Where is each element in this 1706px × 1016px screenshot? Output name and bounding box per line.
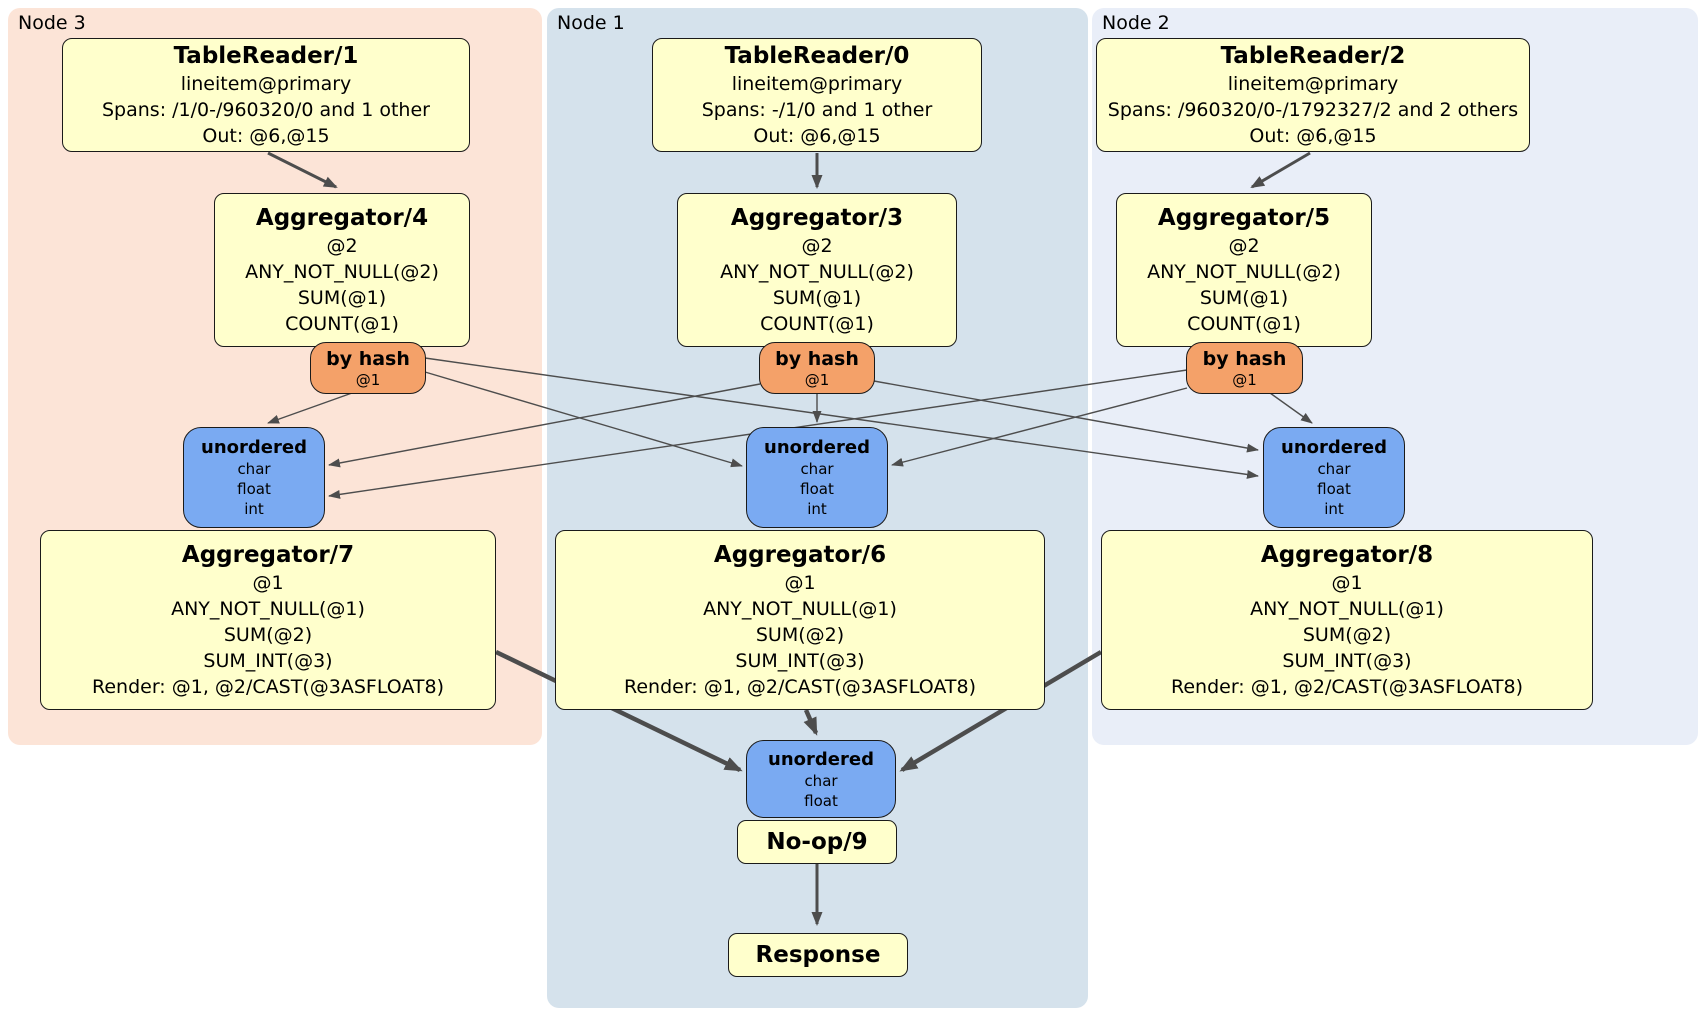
tablereader-2-out: Out: @6,@15 <box>1249 124 1377 147</box>
tablereader-1-index: lineitem@primary <box>180 72 352 95</box>
tablereader-1-spans: Spans: /1/0-/960320/0 and 1 other <box>102 98 430 121</box>
response-title: Response <box>755 941 881 968</box>
unordered-sync-final: unordered char float <box>746 740 896 818</box>
tablereader-0-title: TableReader/0 <box>724 42 910 69</box>
response-box: Response <box>728 933 908 977</box>
by-hash-router-node3: by hash @1 <box>310 342 426 394</box>
tablereader-2-title: TableReader/2 <box>1220 42 1406 69</box>
unordered-sync-node3: unordered char float int <box>183 427 325 528</box>
noop-9-title: No-op/9 <box>766 828 868 855</box>
aggregator-4-title: Aggregator/4 <box>255 204 429 231</box>
unordered-sync-node1: unordered char float int <box>746 427 888 528</box>
aggregator-5-title: Aggregator/5 <box>1157 204 1331 231</box>
tablereader-0-index: lineitem@primary <box>731 72 903 95</box>
by-hash-router-node2: by hash @1 <box>1186 342 1303 394</box>
aggregator-7-box: Aggregator/7 @1 ANY_NOT_NULL(@1) SUM(@2)… <box>40 530 496 710</box>
tablereader-1-box: TableReader/1 lineitem@primary Spans: /1… <box>62 38 470 152</box>
tablereader-0-box: TableReader/0 lineitem@primary Spans: -/… <box>652 38 982 152</box>
aggregator-6-title: Aggregator/6 <box>713 541 887 568</box>
tablereader-2-spans: Spans: /960320/0-/1792327/2 and 2 others <box>1107 98 1519 121</box>
by-hash-router-node1: by hash @1 <box>759 342 875 394</box>
node3-label: Node 3 <box>18 12 86 34</box>
noop-9-box: No-op/9 <box>737 820 897 864</box>
tablereader-1-title: TableReader/1 <box>173 42 359 69</box>
node1-label: Node 1 <box>557 12 625 34</box>
aggregator-3-title: Aggregator/3 <box>730 204 904 231</box>
unordered-sync-node2: unordered char float int <box>1263 427 1405 528</box>
tablereader-1-out: Out: @6,@15 <box>202 124 330 147</box>
aggregator-5-box: Aggregator/5 @2 ANY_NOT_NULL(@2) SUM(@1)… <box>1116 193 1372 347</box>
node2-label: Node 2 <box>1102 12 1170 34</box>
aggregator-6-box: Aggregator/6 @1 ANY_NOT_NULL(@1) SUM(@2)… <box>555 530 1045 710</box>
aggregator-8-title: Aggregator/8 <box>1260 541 1434 568</box>
aggregator-7-title: Aggregator/7 <box>181 541 355 568</box>
tablereader-0-spans: Spans: -/1/0 and 1 other <box>701 98 933 121</box>
aggregator-4-box: Aggregator/4 @2 ANY_NOT_NULL(@2) SUM(@1)… <box>214 193 470 347</box>
tablereader-2-box: TableReader/2 lineitem@primary Spans: /9… <box>1096 38 1530 152</box>
aggregator-3-box: Aggregator/3 @2 ANY_NOT_NULL(@2) SUM(@1)… <box>677 193 957 347</box>
tablereader-0-out: Out: @6,@15 <box>753 124 881 147</box>
tablereader-2-index: lineitem@primary <box>1227 72 1399 95</box>
aggregator-8-box: Aggregator/8 @1 ANY_NOT_NULL(@1) SUM(@2)… <box>1101 530 1593 710</box>
